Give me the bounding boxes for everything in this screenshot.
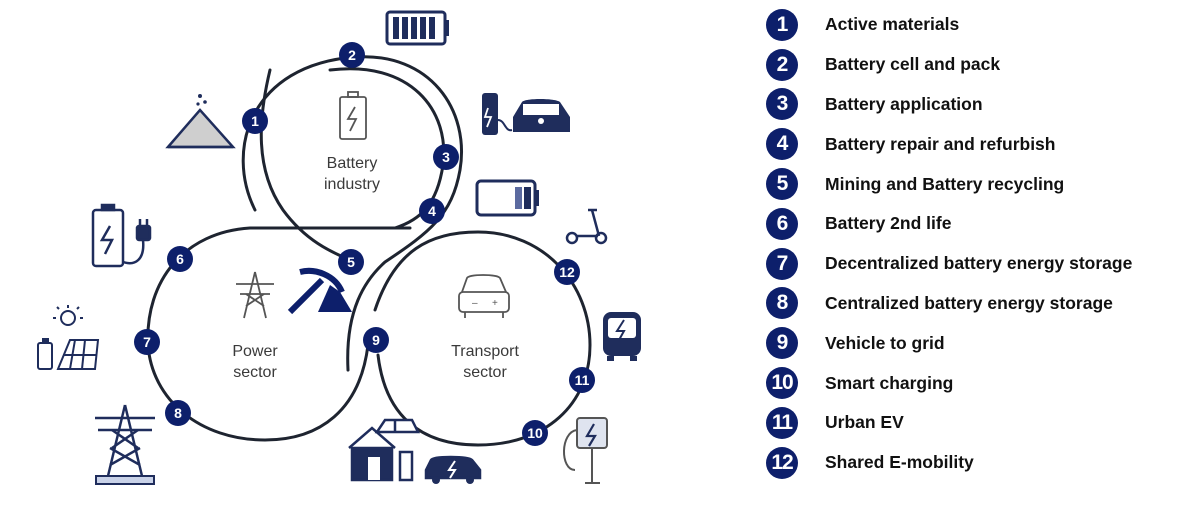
svg-text:1: 1 xyxy=(251,113,259,129)
legend-item: 12 Shared E-mobility xyxy=(766,443,1196,483)
legend-item: 6 Battery 2nd life xyxy=(766,204,1196,244)
legend-item: 2 Battery cell and pack xyxy=(766,45,1196,85)
legend-label: Battery application xyxy=(825,93,983,114)
legend-number-badge: 1 xyxy=(766,8,798,41)
legend-label: Battery 2nd life xyxy=(825,213,952,234)
svg-text:2: 2 xyxy=(348,47,356,63)
legend-label: Decentralized battery energy storage xyxy=(825,253,1133,274)
battery-outline-icon xyxy=(339,91,367,140)
svg-text:12: 12 xyxy=(559,264,575,280)
electric-car-icon: – + xyxy=(458,274,510,318)
legend-item: 1 Active materials xyxy=(766,5,1196,45)
nodes: 1 2 3 4 5 6 7 8 9 10 11 12 xyxy=(134,42,595,446)
legend-item: 11 Urban EV xyxy=(766,403,1196,443)
power-sector-label-2: sector xyxy=(233,364,277,381)
legend-label: Battery repair and refurbish xyxy=(825,133,1056,154)
sand-pile-icon xyxy=(165,94,236,149)
legend-number-badge: 3 xyxy=(766,88,798,121)
svg-text:10: 10 xyxy=(527,425,543,441)
svg-text:5: 5 xyxy=(347,254,355,270)
electric-bus-icon xyxy=(603,312,641,361)
svg-text:+: + xyxy=(492,298,498,309)
legend: 1 Active materials 2 Battery cell and pack 3… xyxy=(766,5,1196,483)
svg-text:7: 7 xyxy=(143,334,151,350)
svg-text:3: 3 xyxy=(442,149,450,165)
ev-charging-car-icon xyxy=(482,93,570,135)
legend-label: Shared E-mobility xyxy=(825,452,974,473)
legend-item: 5 Mining and Battery recycling xyxy=(766,164,1196,204)
legend-number-badge: 8 xyxy=(766,287,798,320)
battery-industry-label-2: industry xyxy=(324,176,380,193)
legend-number-badge: 10 xyxy=(766,367,798,400)
legend-number-badge: 9 xyxy=(766,327,798,360)
legend-item: 8 Centralized battery energy storage xyxy=(766,284,1196,324)
legend-number-badge: 5 xyxy=(766,168,798,201)
legend-number-badge: 4 xyxy=(766,128,798,161)
power-sector-label-1: Power xyxy=(232,343,278,360)
legend-item: 4 Battery repair and refurbish xyxy=(766,124,1196,164)
node-11: 11 xyxy=(569,367,595,393)
svg-text:4: 4 xyxy=(428,203,436,219)
legend-label: Active materials xyxy=(825,14,960,35)
battery-full-icon xyxy=(385,10,449,46)
node-1: 1 xyxy=(242,108,268,134)
node-2: 2 xyxy=(339,42,365,68)
charging-station-icon xyxy=(563,417,608,484)
svg-text:–: – xyxy=(472,298,478,309)
battery-industry-label-1: Battery xyxy=(327,155,378,172)
solar-battery-icon xyxy=(37,305,100,370)
legend-number-badge: 2 xyxy=(766,48,798,81)
battery-value-chain-diagram: Battery industry Power sector Transport … xyxy=(37,10,641,485)
svg-text:8: 8 xyxy=(174,405,182,421)
electricity-pylon-icon xyxy=(236,271,274,319)
node-4: 4 xyxy=(419,198,445,224)
node-12: 12 xyxy=(554,259,580,285)
transport-sector-ring xyxy=(373,230,592,447)
node-7: 7 xyxy=(134,329,160,355)
legend-label: Urban EV xyxy=(825,412,904,433)
legend-label: Mining and Battery recycling xyxy=(825,173,1065,194)
node-6: 6 xyxy=(167,246,193,272)
node-8: 8 xyxy=(165,400,191,426)
home-solar-ev-icon xyxy=(348,418,482,484)
legend-number-badge: 12 xyxy=(766,446,798,479)
legend-number-badge: 7 xyxy=(766,247,798,280)
legend-number-badge: 11 xyxy=(766,406,798,439)
kick-scooter-icon xyxy=(565,208,608,245)
legend-label: Centralized battery energy storage xyxy=(825,292,1113,313)
battery-industry-ring-outer xyxy=(241,55,463,372)
svg-text:9: 9 xyxy=(372,332,380,348)
power-tower-icon xyxy=(95,404,155,485)
node-10: 10 xyxy=(522,420,548,446)
legend-item: 10 Smart charging xyxy=(766,363,1196,403)
sector-labels: Battery industry Power sector Transport … xyxy=(232,155,519,381)
node-9: 9 xyxy=(363,327,389,353)
transport-sector-label-2: sector xyxy=(463,364,507,381)
legend-number-badge: 6 xyxy=(766,207,798,240)
svg-text:6: 6 xyxy=(176,251,184,267)
transport-sector-label-1: Transport xyxy=(451,343,519,360)
legend-item: 3 Battery application xyxy=(766,85,1196,125)
mining-pickaxe-icon xyxy=(287,268,352,315)
node-3: 3 xyxy=(433,144,459,170)
legend-label: Battery cell and pack xyxy=(825,54,1001,75)
battery-half-icon xyxy=(475,179,539,217)
legend-item: 7 Decentralized battery energy storage xyxy=(766,244,1196,284)
legend-label: Smart charging xyxy=(825,372,954,393)
legend-label: Vehicle to grid xyxy=(825,332,945,353)
legend-item: 9 Vehicle to grid xyxy=(766,323,1196,363)
battery-plug-icon xyxy=(91,203,152,268)
node-5: 5 xyxy=(338,249,364,275)
svg-text:11: 11 xyxy=(575,372,590,388)
